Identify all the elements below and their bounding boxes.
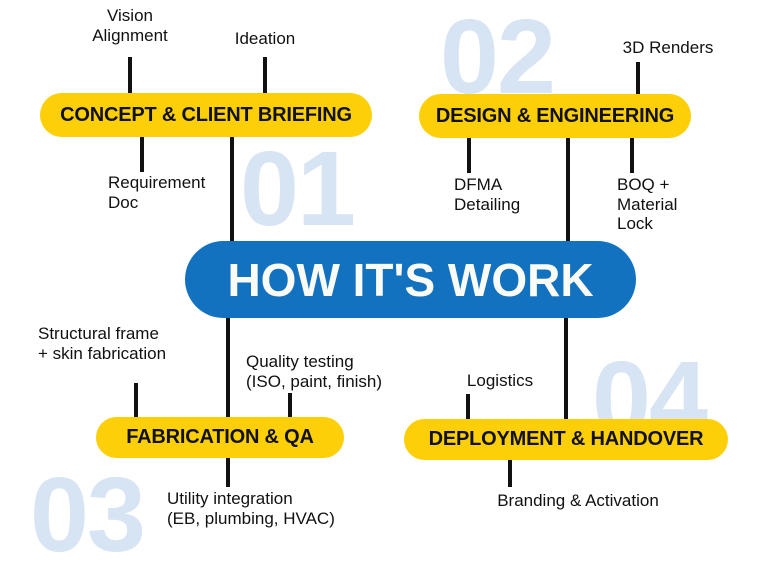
step-02-connector-to-center <box>566 137 570 247</box>
step-02-item-boq-material-lock-label: BOQ + Material Lock <box>617 175 678 234</box>
step-01-item-ideation-label: Ideation <box>234 29 296 48</box>
watermark-step-01: 01 <box>240 130 356 248</box>
step-04-connector-to-center <box>564 315 568 419</box>
step-03-item-quality-testing-label: Quality testing (ISO, paint, finish) <box>246 352 383 391</box>
step-03-connector-structural-frame <box>134 383 138 419</box>
step-04-item-logistics-label: Logistics <box>466 371 534 390</box>
step-01-connector-requirement-doc <box>140 136 144 172</box>
step-01-item-vision-alignment-label: Vision Alignment <box>92 6 168 45</box>
step-02-pill[interactable]: DESIGN & ENGINEERING <box>419 94 691 138</box>
step-02-connector-dfma-detailing <box>467 137 471 173</box>
step-04-connector-branding-activation <box>508 459 512 487</box>
step-04-pill[interactable]: DEPLOYMENT & HANDOVER <box>404 419 728 460</box>
watermark-step-02: 02 <box>440 0 556 116</box>
step-03-pill[interactable]: FABRICATION & QA <box>96 417 344 458</box>
step-03-item-utility-integration-label: Utility integration (EB, plumbing, HVAC) <box>167 489 335 528</box>
step-03-title: FABRICATION & QA <box>126 426 314 448</box>
step-04-connector-logistics <box>466 394 470 419</box>
step-01-item-requirement-doc-label: Requirement Doc <box>108 173 206 212</box>
step-03-connector-quality-testing <box>288 393 292 419</box>
step-04-title: DEPLOYMENT & HANDOVER <box>428 428 704 450</box>
step-02-connector-boq-material-lock <box>630 137 634 173</box>
step-03-connector-utility-integration <box>226 457 230 487</box>
step-03-item-structural-frame-label: Structural frame + skin fabrication <box>38 324 167 363</box>
watermark-step-03: 03 <box>30 456 146 566</box>
step-03-connector-to-center <box>226 315 230 419</box>
step-01-title: CONCEPT & CLIENT BRIEFING <box>60 103 352 126</box>
step-02-item-3d-renders-label: 3D Renders <box>622 38 714 57</box>
step-02-item-dfma-detailing-label: DFMA Detailing <box>454 175 521 214</box>
step-04-item-branding-activation-label: Branding & Activation <box>497 491 659 510</box>
center-banner[interactable]: HOW IT'S WORK <box>185 241 636 318</box>
step-01-connector-vision-alignment <box>128 57 132 95</box>
step-01-connector-to-center <box>230 136 234 250</box>
center-banner-title: HOW IT'S WORK <box>227 253 594 306</box>
step-02-connector-3d-renders <box>636 62 640 95</box>
step-02-title: DESIGN & ENGINEERING <box>435 104 675 127</box>
step-01-pill[interactable]: CONCEPT & CLIENT BRIEFING <box>40 93 372 137</box>
step-01-connector-ideation <box>263 57 267 95</box>
